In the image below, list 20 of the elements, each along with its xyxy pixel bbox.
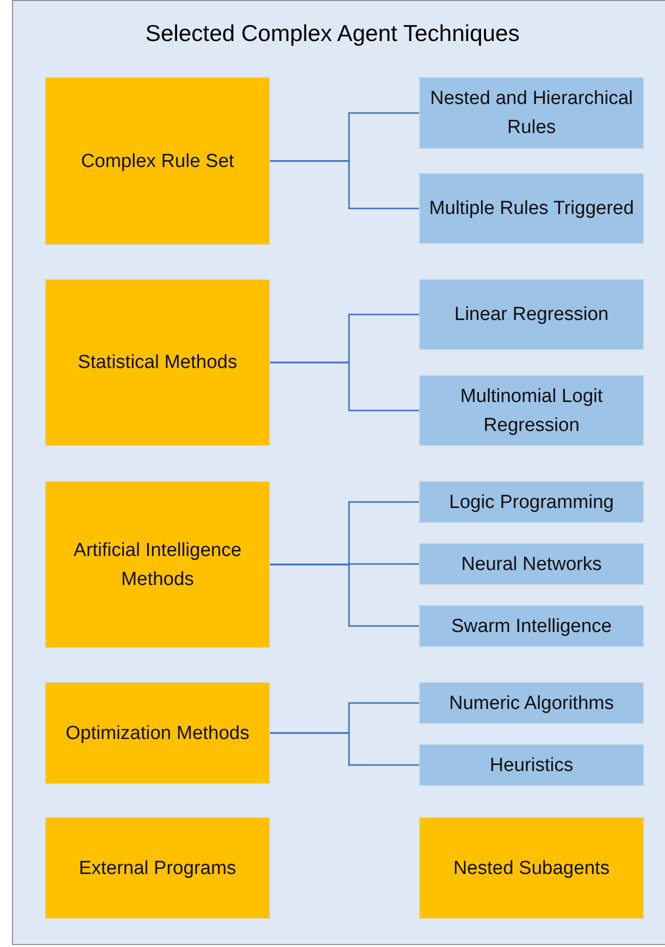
category-box: External Programs bbox=[45, 817, 270, 919]
connector-line bbox=[270, 564, 419, 627]
category-box: Optimization Methods bbox=[45, 682, 270, 784]
technique-box: Heuristics bbox=[419, 744, 644, 786]
category-box: Statistical Methods bbox=[45, 279, 270, 446]
technique-box: Numeric Algorithms bbox=[419, 682, 644, 724]
technique-box: Logic Programming bbox=[419, 481, 644, 523]
category-box: Complex Rule Set bbox=[45, 77, 270, 245]
category-box: Artificial Intelligence Methods bbox=[45, 481, 270, 648]
diagram-title: Selected Complex Agent Techniques bbox=[144, 20, 521, 47]
technique-box: Neural Networks bbox=[419, 543, 644, 585]
technique-box: Multinomial Logit Regression bbox=[419, 375, 644, 446]
connector-line bbox=[270, 362, 419, 412]
category-box: Nested Subagents bbox=[419, 817, 644, 919]
connector-line bbox=[270, 732, 419, 766]
connector-line bbox=[270, 160, 419, 210]
technique-box: Nested and Hierarchical Rules bbox=[419, 77, 644, 149]
technique-box: Multiple Rules Triggered bbox=[419, 173, 644, 244]
technique-box: Linear Regression bbox=[419, 279, 644, 350]
technique-box: Swarm Intelligence bbox=[419, 605, 644, 647]
